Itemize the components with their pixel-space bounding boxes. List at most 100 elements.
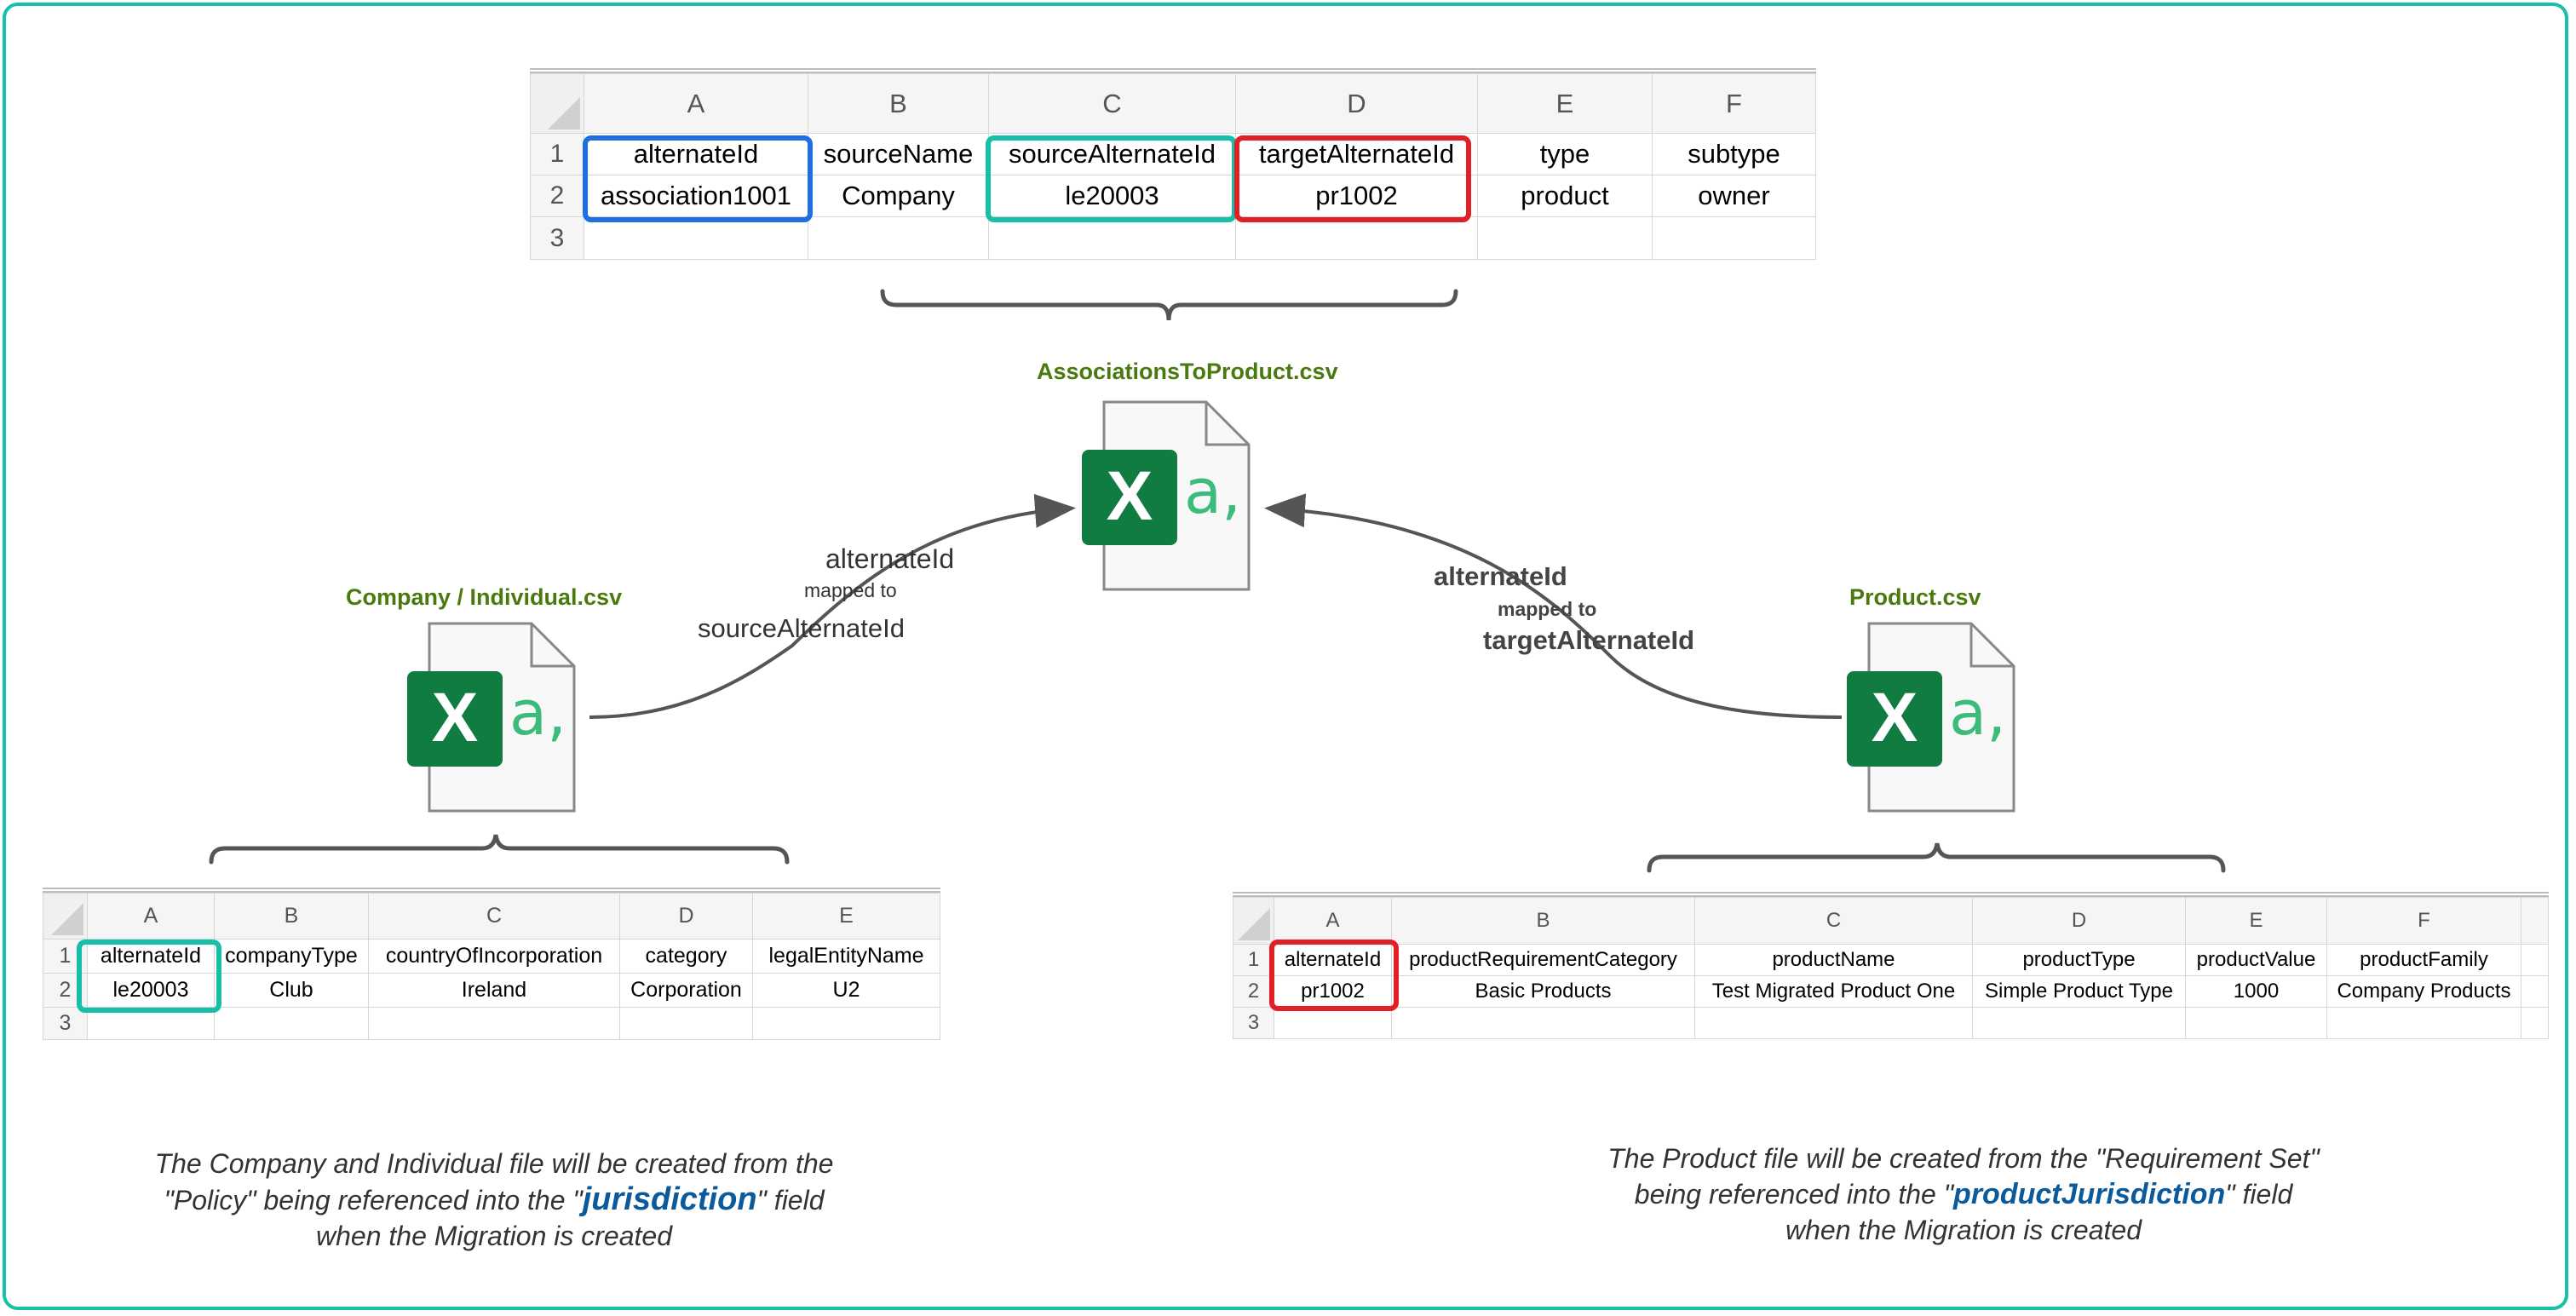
cell[interactable]: product xyxy=(1477,175,1653,217)
excel-x-letter: X xyxy=(432,679,479,756)
cell[interactable] xyxy=(2521,1007,2549,1039)
cell[interactable]: Company Products xyxy=(2326,975,2521,1008)
cell[interactable] xyxy=(619,1007,753,1040)
cell[interactable]: category xyxy=(619,939,753,974)
cell[interactable]: sourceName xyxy=(808,133,989,175)
left-arrow-from-label: alternateId xyxy=(825,543,955,574)
cell[interactable] xyxy=(752,1007,940,1040)
row-header[interactable]: 2 xyxy=(530,175,584,217)
column-header-f[interactable]: F xyxy=(1652,73,1816,134)
column-header-a[interactable]: A xyxy=(1274,897,1392,945)
sheet-corner[interactable] xyxy=(530,73,584,134)
column-header-c[interactable]: C xyxy=(1694,897,1973,945)
cell[interactable] xyxy=(1972,1007,2186,1039)
cell[interactable]: U2 xyxy=(752,973,940,1008)
caption-highlight: productJurisdiction xyxy=(1953,1178,2226,1210)
excel-a-letter: a, xyxy=(509,677,566,749)
row-header[interactable]: 1 xyxy=(530,133,584,175)
diagram-frame xyxy=(3,3,2568,1310)
sheet-corner[interactable] xyxy=(43,893,88,940)
cell[interactable]: countryOfIncorporation xyxy=(368,939,620,974)
cell[interactable] xyxy=(1652,216,1816,260)
cell[interactable] xyxy=(1391,1007,1695,1039)
cell[interactable]: productType xyxy=(1972,944,2186,976)
column-header-c[interactable]: C xyxy=(988,73,1236,134)
cell[interactable] xyxy=(584,216,808,260)
column-header-b[interactable]: B xyxy=(214,893,369,940)
column-header-b[interactable]: B xyxy=(1391,897,1695,945)
cell[interactable]: Company xyxy=(808,175,989,217)
excel-file-icon[interactable]: X a, xyxy=(1080,400,1251,592)
column-header-d[interactable]: D xyxy=(1235,73,1478,134)
row-header[interactable]: 3 xyxy=(530,216,584,260)
column-header-d[interactable]: D xyxy=(1972,897,2186,945)
column-header-b[interactable]: B xyxy=(808,73,989,134)
right-arrow-mid-label: mapped to xyxy=(1498,598,1597,620)
row-header[interactable]: 3 xyxy=(43,1007,88,1040)
associations-spreadsheet: A B C D E F 1 alternateId sourceName sou… xyxy=(530,68,1816,260)
row-header[interactable]: 3 xyxy=(1233,1007,1274,1039)
column-header-a[interactable]: A xyxy=(584,73,808,134)
cell[interactable]: Club xyxy=(214,973,369,1008)
cell[interactable]: 1000 xyxy=(2185,975,2327,1008)
excel-file-icon[interactable]: X a, xyxy=(405,622,576,813)
table-row: 3 xyxy=(530,216,1816,260)
company-alternate-id-highlight xyxy=(77,940,221,1013)
cell[interactable] xyxy=(2521,944,2549,976)
caption-line: when the Migration is created xyxy=(1785,1215,2142,1245)
cell[interactable] xyxy=(1274,1007,1392,1039)
cell[interactable]: owner xyxy=(1652,175,1816,217)
excel-a-letter: a, xyxy=(1949,677,2006,749)
row-header[interactable]: 1 xyxy=(1233,944,1274,976)
cell[interactable]: companyType xyxy=(214,939,369,974)
cell[interactable]: legalEntityName xyxy=(752,939,940,974)
cell[interactable] xyxy=(988,216,1236,260)
column-header-e[interactable]: E xyxy=(2185,897,2327,945)
excel-file-icon[interactable]: X a, xyxy=(1845,622,2015,813)
column-header-f[interactable]: F xyxy=(2326,897,2521,945)
product-caption: The Product file will be created from th… xyxy=(1559,1141,2368,1248)
left-arrow-to-label: sourceAlternateId xyxy=(698,613,905,643)
cell[interactable]: productFamily xyxy=(2326,944,2521,976)
cell[interactable]: Test Migrated Product One xyxy=(1694,975,1973,1008)
sheet-corner[interactable] xyxy=(1233,897,1274,945)
cell[interactable]: pr1002 xyxy=(1274,975,1392,1008)
cell[interactable]: Corporation xyxy=(619,973,753,1008)
cell[interactable] xyxy=(2185,1007,2327,1039)
column-header-d[interactable]: D xyxy=(619,893,753,940)
column-header-e[interactable]: E xyxy=(752,893,940,940)
cell[interactable]: le20003 xyxy=(988,175,1236,217)
row-header[interactable]: 2 xyxy=(1233,975,1274,1008)
caption-text: "Policy" being referenced into the " xyxy=(164,1185,583,1215)
cell[interactable] xyxy=(2326,1007,2521,1039)
cell[interactable]: Basic Products xyxy=(1391,975,1695,1008)
cell[interactable]: productValue xyxy=(2185,944,2327,976)
cell[interactable]: productName xyxy=(1694,944,1973,976)
cell[interactable] xyxy=(214,1007,369,1040)
cell[interactable]: productRequirementCategory xyxy=(1391,944,1695,976)
cell[interactable]: subtype xyxy=(1652,133,1816,175)
caption-line: The Company and Individual file will be … xyxy=(154,1148,834,1179)
company-file-label: Company / Individual.csv xyxy=(346,584,623,610)
cell[interactable]: le20003 xyxy=(87,973,215,1008)
cell[interactable] xyxy=(368,1007,620,1040)
cell[interactable]: pr1002 xyxy=(1235,175,1478,217)
column-header-e[interactable]: E xyxy=(1477,73,1653,134)
cell[interactable]: type xyxy=(1477,133,1653,175)
cell[interactable]: association1001 xyxy=(584,175,808,217)
cell[interactable]: Simple Product Type xyxy=(1972,975,2186,1008)
cell[interactable] xyxy=(1694,1007,1973,1039)
cell[interactable] xyxy=(808,216,989,260)
column-header-blank[interactable] xyxy=(2521,897,2549,945)
product-alternate-id-highlight xyxy=(1269,940,1399,1011)
right-arrow-to-label: targetAlternateId xyxy=(1483,625,1695,655)
column-header-a[interactable]: A xyxy=(87,893,215,940)
caption-line: when the Migration is created xyxy=(316,1221,672,1251)
cell[interactable] xyxy=(1235,216,1478,260)
cell[interactable]: Ireland xyxy=(368,973,620,1008)
cell[interactable] xyxy=(1477,216,1653,260)
cell[interactable] xyxy=(2521,975,2549,1008)
caption-line: being referenced into the "productJurisd… xyxy=(1559,1176,2368,1212)
column-header-c[interactable]: C xyxy=(368,893,620,940)
caption-text: " field xyxy=(2225,1179,2293,1210)
